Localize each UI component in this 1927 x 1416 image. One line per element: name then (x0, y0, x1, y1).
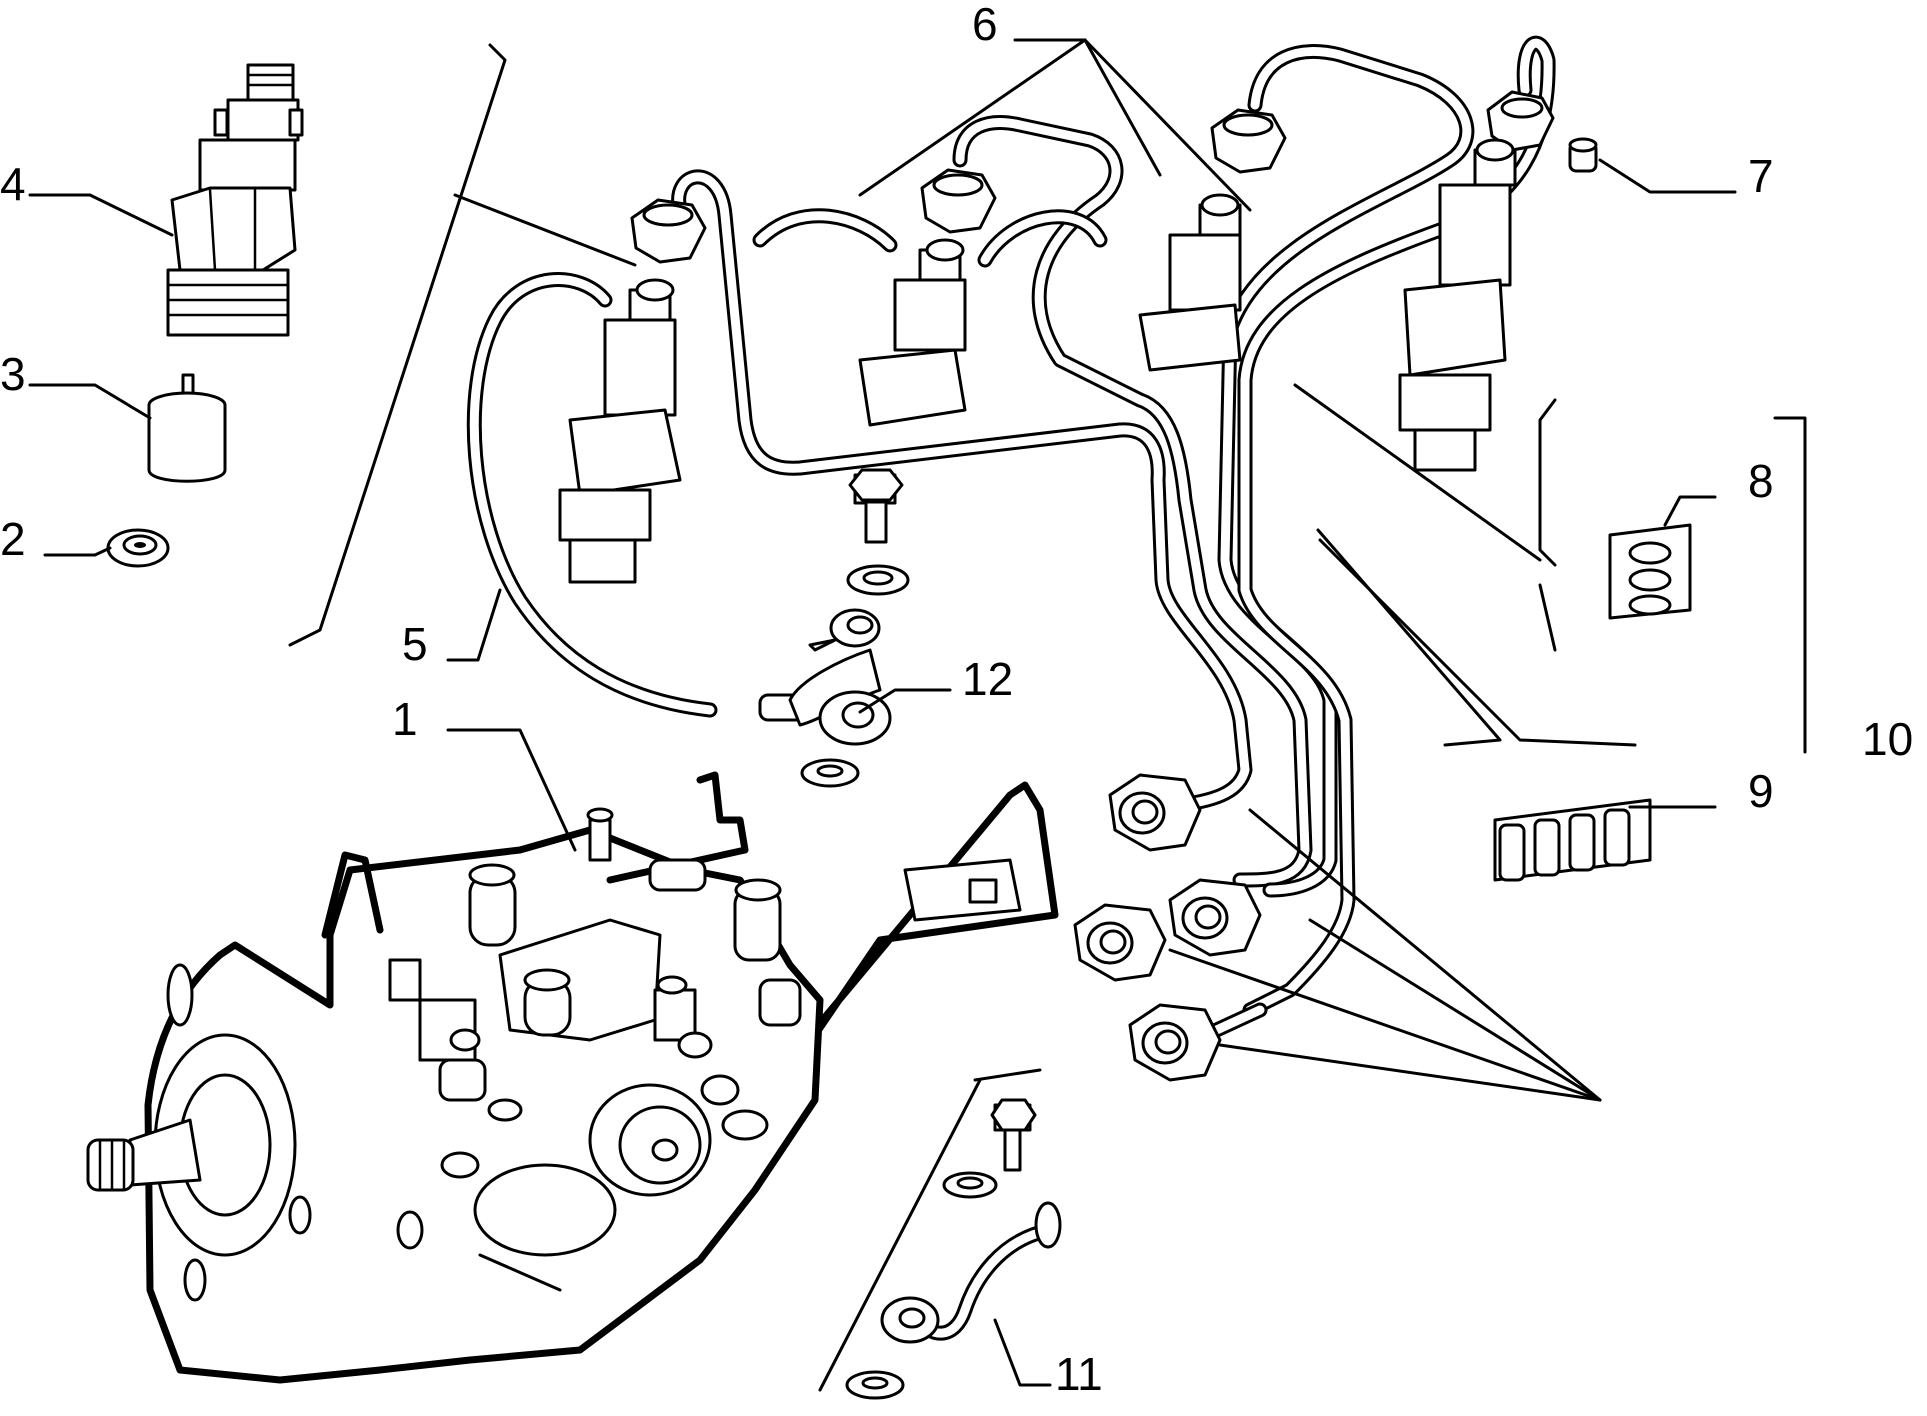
pipe-union-nuts (630, 90, 1555, 264)
leader-3 (28, 383, 152, 420)
part-7-cap (1568, 137, 1598, 173)
callout-8: 8 (1748, 455, 1774, 507)
callout-2: 2 (0, 513, 26, 565)
part-2-washer (106, 528, 170, 568)
callout-9: 9 (1748, 765, 1774, 817)
leader-5 (446, 588, 502, 662)
injector-installed-3 (1138, 193, 1242, 372)
pipe-end-nut-2 (1168, 878, 1262, 957)
part-8-clamp (1608, 523, 1692, 620)
part-3-nozzle (147, 373, 227, 483)
leader-8 (1663, 495, 1717, 527)
leader-10-nut-1 (1248, 808, 1602, 1102)
union-nut-top-3 (1210, 108, 1287, 174)
pipe-end-nut-4 (1128, 1002, 1268, 1082)
union-nut-top-2 (920, 168, 997, 234)
part-12-banjo-fitting (758, 468, 910, 788)
part-1-injection-pump (86, 771, 1059, 1384)
leader-1 (446, 728, 577, 852)
leader-11 (993, 1318, 1052, 1387)
part-9-pipe-clip (1493, 798, 1652, 882)
leader-10-nut-4 (1218, 1043, 1602, 1102)
part-11-return-fitting (818, 1068, 1062, 1400)
injector-installed-4 (1398, 138, 1517, 472)
union-nut-top-1 (630, 198, 707, 264)
installed-injectors (558, 138, 1517, 584)
leader-10-nut-3 (1168, 948, 1602, 1102)
callout-5: 5 (402, 618, 428, 670)
leader-6a (858, 38, 1087, 197)
part-10-pipe-end-nuts (1073, 773, 1268, 1082)
callout-7: 7 (1748, 150, 1774, 202)
injector-installed-1 (558, 278, 682, 584)
leader-10-nut-2 (1308, 918, 1602, 1102)
leader-7 (1598, 158, 1737, 194)
leader-6b (1083, 38, 1162, 177)
group-boundary-lines (288, 43, 1637, 747)
callout-12: 12 (962, 653, 1013, 705)
leader-2 (43, 546, 112, 557)
leader-lines (28, 38, 1807, 1387)
injection-pipes (671, 35, 1556, 1018)
leader-6c (1083, 38, 1252, 212)
leak-off-hose (466, 272, 718, 718)
callout-10: 10 (1862, 713, 1913, 765)
leader-12 (858, 688, 952, 714)
callout-3: 3 (0, 348, 26, 400)
callout-6: 6 (972, 0, 998, 50)
callout-4: 4 (0, 158, 26, 210)
pipe-end-nut-3 (1073, 903, 1167, 982)
callout-11: 11 (1055, 1348, 1103, 1400)
union-nut-top-4 (1486, 90, 1555, 152)
callout-1: 1 (392, 693, 418, 745)
part-4-injector (166, 63, 304, 337)
leader-4 (28, 193, 174, 237)
injector-installed-2 (858, 238, 967, 427)
leader-10 (1773, 416, 1807, 754)
pipe-end-nut-1 (1108, 773, 1202, 852)
